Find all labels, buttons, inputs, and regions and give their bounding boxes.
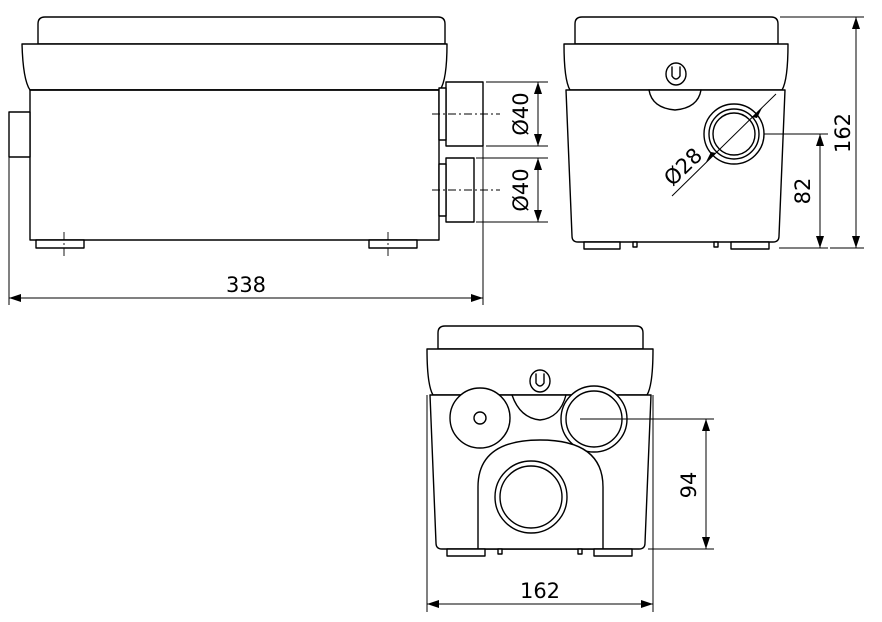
rear-foot-right [593,548,633,557]
side-foot-left [583,241,621,250]
dim-inlet-height: 82 [764,133,828,249]
dim-outlet-bottom: Ø40 [476,157,548,223]
rear-view [426,325,654,557]
front-lid [21,43,448,91]
dim-inlet-height-label: 82 [791,178,815,205]
dim-outlet-bottom-label: Ø40 [509,168,533,211]
left-inlet-stub [8,111,31,158]
rear-main-outlet [494,460,568,534]
side-lock-icon [665,62,687,86]
front-view [8,16,500,256]
dim-height-label: 162 [831,113,855,153]
side-lid-top [574,16,779,45]
side-view: Ø28 [563,16,789,250]
rear-lock-icon [529,369,551,393]
rear-lid-top [437,325,644,350]
dim-rear-inlet-height: 94 [580,418,714,550]
front-lid-top [37,16,446,45]
side-notch [648,89,702,111]
dim-width: 162 [426,395,654,612]
rear-small-inlet [449,387,511,449]
front-housing [29,89,440,241]
dim-length-label: 338 [226,273,266,297]
rear-foot-left [446,548,486,557]
dim-outlet-top: Ø40 [486,81,548,147]
dim-rear-inlet-height-label: 94 [677,472,701,499]
dim-outlet-top-label: Ø40 [509,92,533,135]
dim-height: 162 [780,16,864,249]
front-foot-left [35,239,85,249]
dim-length: 338 [8,146,484,305]
front-foot-right [368,239,418,249]
side-foot-right [730,241,770,250]
dim-width-label: 162 [520,579,560,603]
